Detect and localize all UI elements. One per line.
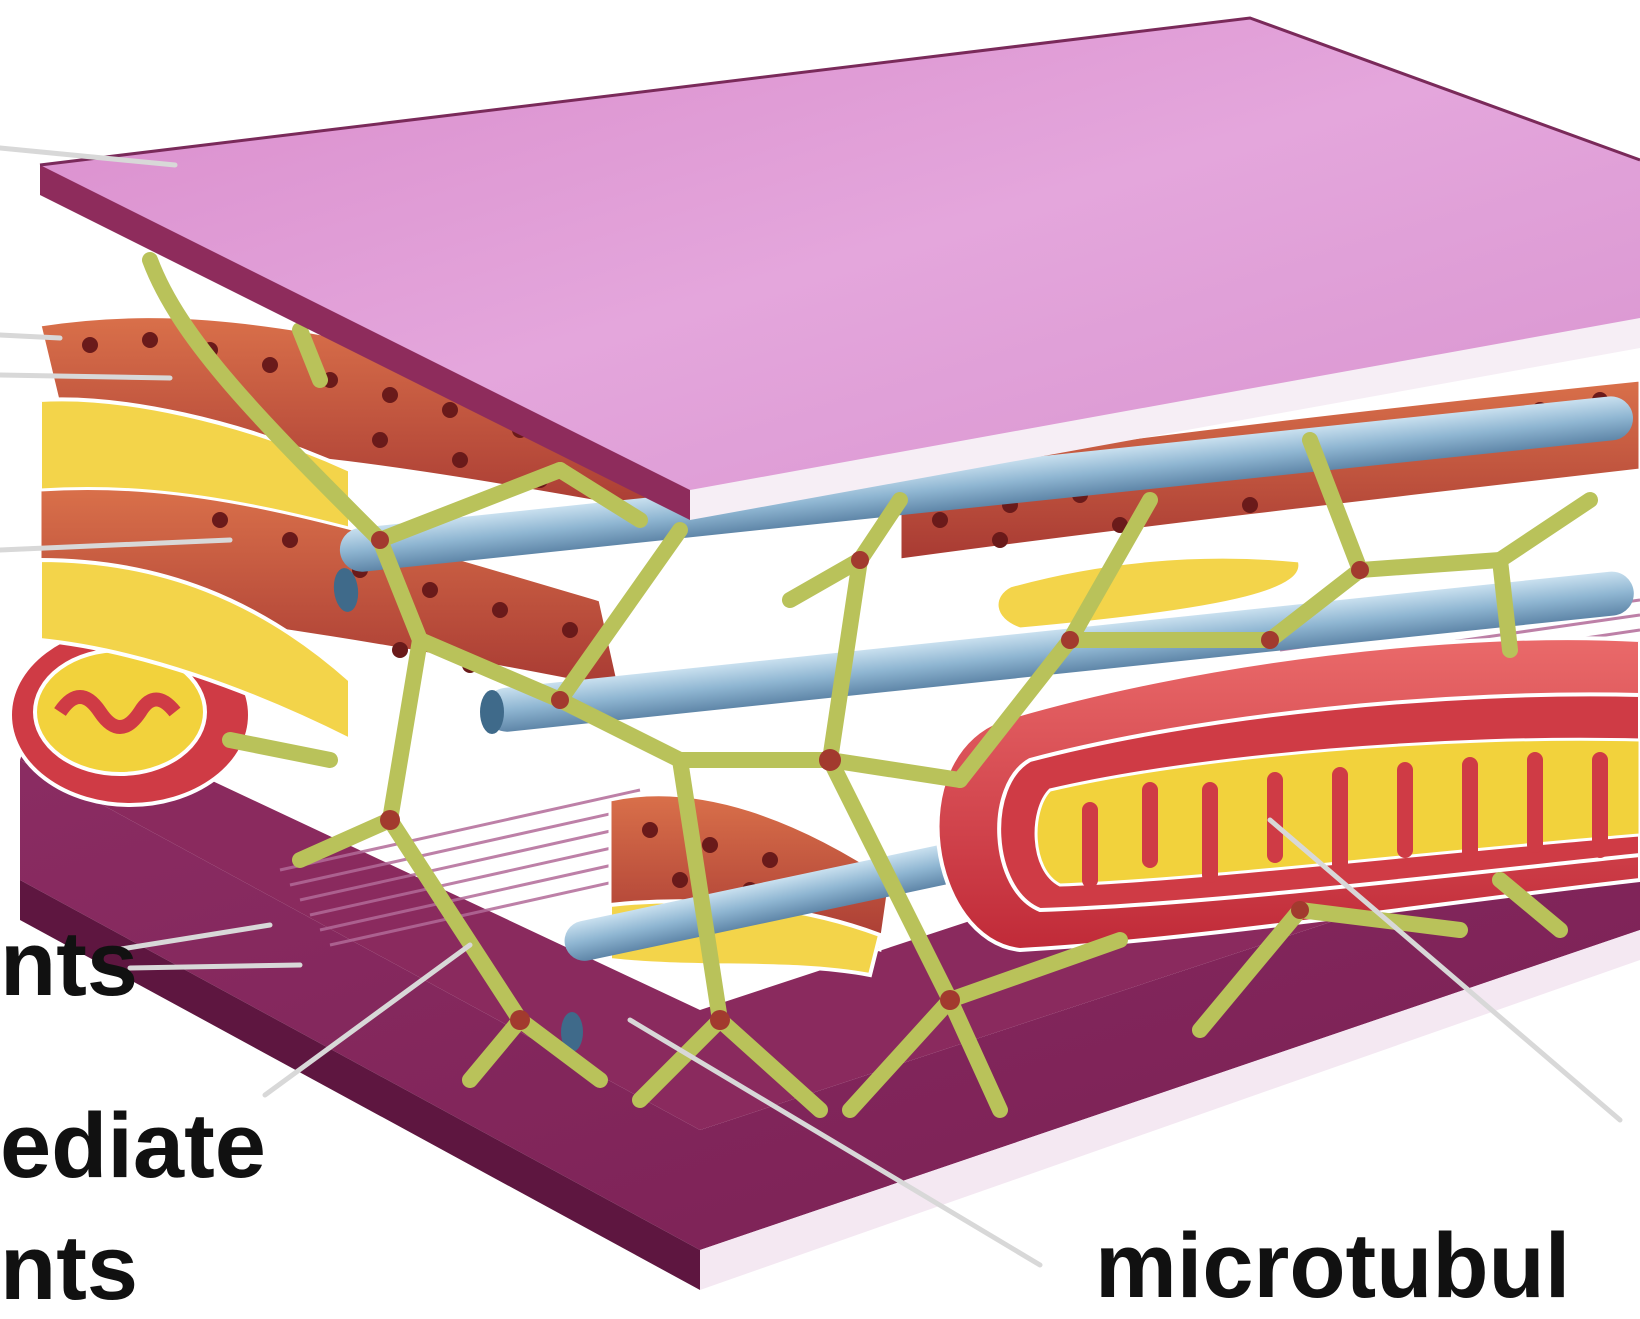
- label-microtubules: microtubul: [1095, 1220, 1570, 1312]
- label-filaments-bottom: nts: [0, 1222, 138, 1314]
- label-intermediate: ediate: [0, 1100, 266, 1192]
- label-filaments-top: nts: [0, 918, 138, 1010]
